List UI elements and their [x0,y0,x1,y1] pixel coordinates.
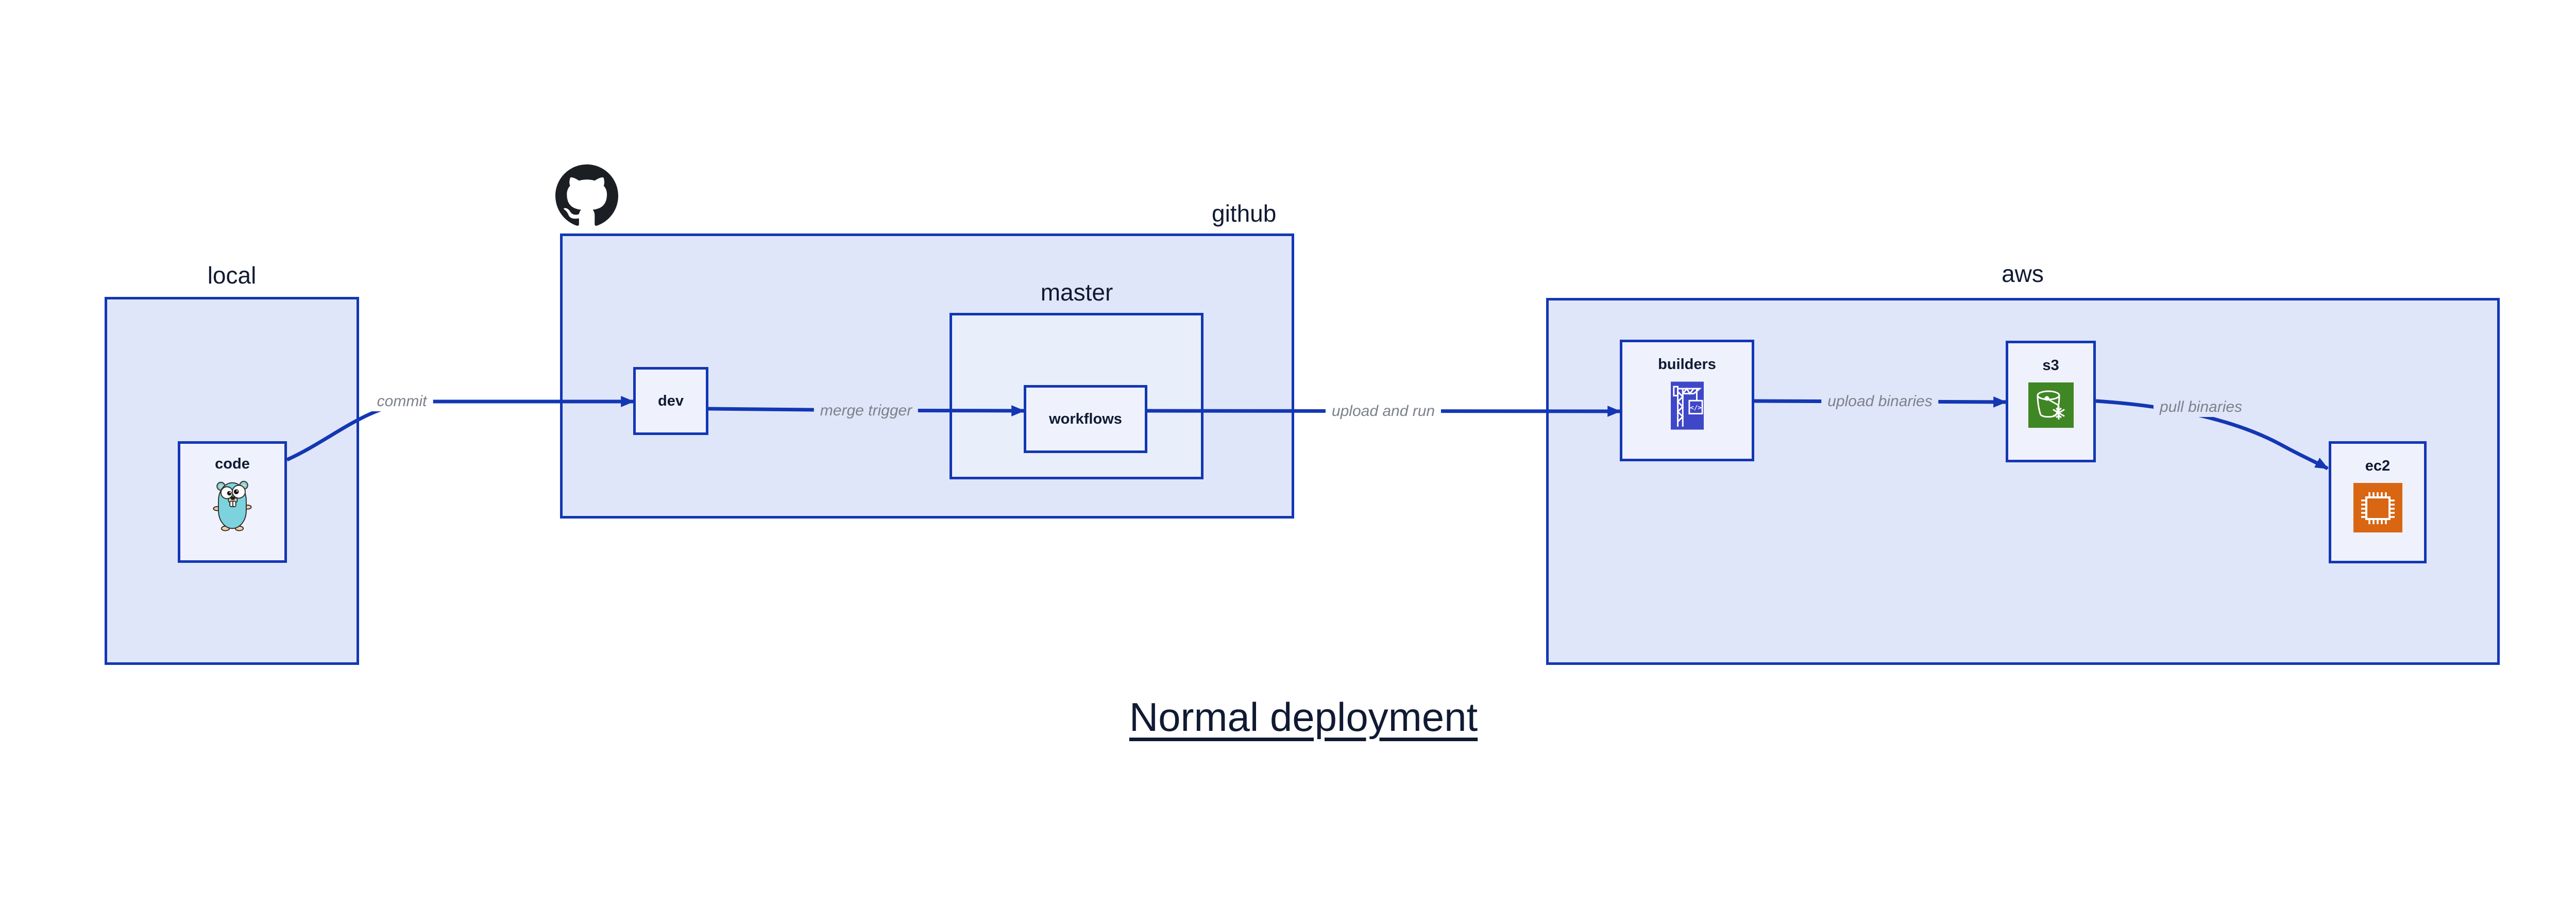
node-s3-label: s3 [2042,357,2059,374]
node-builders-label: builders [1658,356,1716,373]
master-group-label: master [1040,279,1113,306]
aws-group-label: aws [2002,260,2044,287]
s3-glacier-bucket-icon [2028,382,2074,428]
node-code: code [178,441,287,563]
node-dev-label: dev [658,393,684,409]
node-dev: dev [633,367,708,435]
edge-label-merge-trigger: merge trigger [814,401,919,421]
github-group-label: github [1212,200,1277,227]
node-s3: s3 [2006,341,2096,462]
codebuild-crane-icon: </> [1670,381,1704,430]
edge-label-upload-and-run: upload and run [1325,402,1442,421]
local-group-label: local [207,262,257,289]
node-ec2-label: ec2 [2365,458,2391,474]
go-gopher-icon [213,480,252,531]
commit-arrow [286,396,635,462]
ec2-chip-icon [2353,483,2402,532]
node-code-label: code [215,456,250,472]
pull-binaries-arrow [2095,399,2329,471]
diagram-title: Normal deployment [1129,694,1478,740]
edge-label-commit: commit [370,392,433,411]
node-builders: builders </> [1620,340,1754,461]
octocat-icon [555,164,618,226]
node-workflows-label: workflows [1049,411,1122,427]
edge-label-pull-binaries: pull binaries [2153,397,2249,417]
svg-text:</>: </> [1690,404,1702,411]
node-workflows: workflows [1024,385,1147,453]
edge-label-upload-binaries: upload binaries [1821,392,1939,411]
node-ec2: ec2 [2329,441,2427,563]
